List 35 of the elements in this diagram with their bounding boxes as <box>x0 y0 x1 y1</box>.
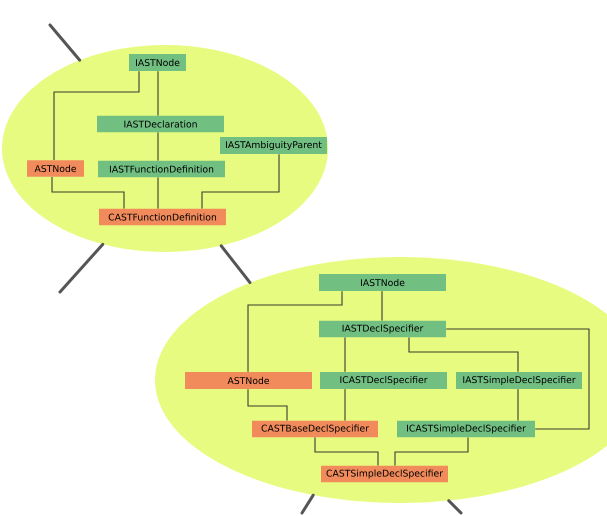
connector-line <box>394 437 469 466</box>
connector-line <box>517 389 519 421</box>
class-box: CASTSimpleDeclSpecifier <box>321 466 448 482</box>
interface-box: ICASTDeclSpecifier <box>320 372 447 389</box>
connector-line <box>247 389 288 421</box>
class-box: CASTBaseDeclSpecifier <box>252 420 378 438</box>
class-box: ASTNode <box>27 160 84 177</box>
class-box: CASTFunctionDefinition <box>99 208 226 226</box>
connector-line <box>344 337 346 372</box>
connector-line <box>247 291 343 372</box>
branch-line <box>58 242 104 294</box>
interface-box: ICASTSimpleDeclSpecifier <box>397 420 535 438</box>
interface-box: IASTNode <box>129 54 186 71</box>
connector-line <box>157 132 159 161</box>
connector-line <box>51 176 125 209</box>
connector-line <box>201 154 280 209</box>
interface-box: IASTSimpleDeclSpecifier <box>456 372 582 389</box>
connector-line <box>157 71 159 116</box>
interface-box: IASTNode <box>319 274 446 291</box>
branch-line <box>300 494 315 514</box>
branch-line <box>48 24 82 62</box>
interface-box: IASTDeclaration <box>97 116 224 132</box>
class-box: ASTNode <box>185 372 312 389</box>
interface-box: IASTAmbiguityParent <box>220 137 327 154</box>
connector-line <box>381 291 383 321</box>
interface-box: IASTFunctionDefinition <box>98 160 225 178</box>
connector-line <box>408 337 519 372</box>
connector-line <box>446 328 590 430</box>
connector-line <box>314 437 379 466</box>
branch-line <box>447 499 462 514</box>
connector-line <box>157 177 159 209</box>
connector-line <box>53 71 140 160</box>
interface-box: IASTDeclSpecifier <box>319 320 446 338</box>
connector-line <box>344 389 346 421</box>
branch-line <box>220 244 252 284</box>
